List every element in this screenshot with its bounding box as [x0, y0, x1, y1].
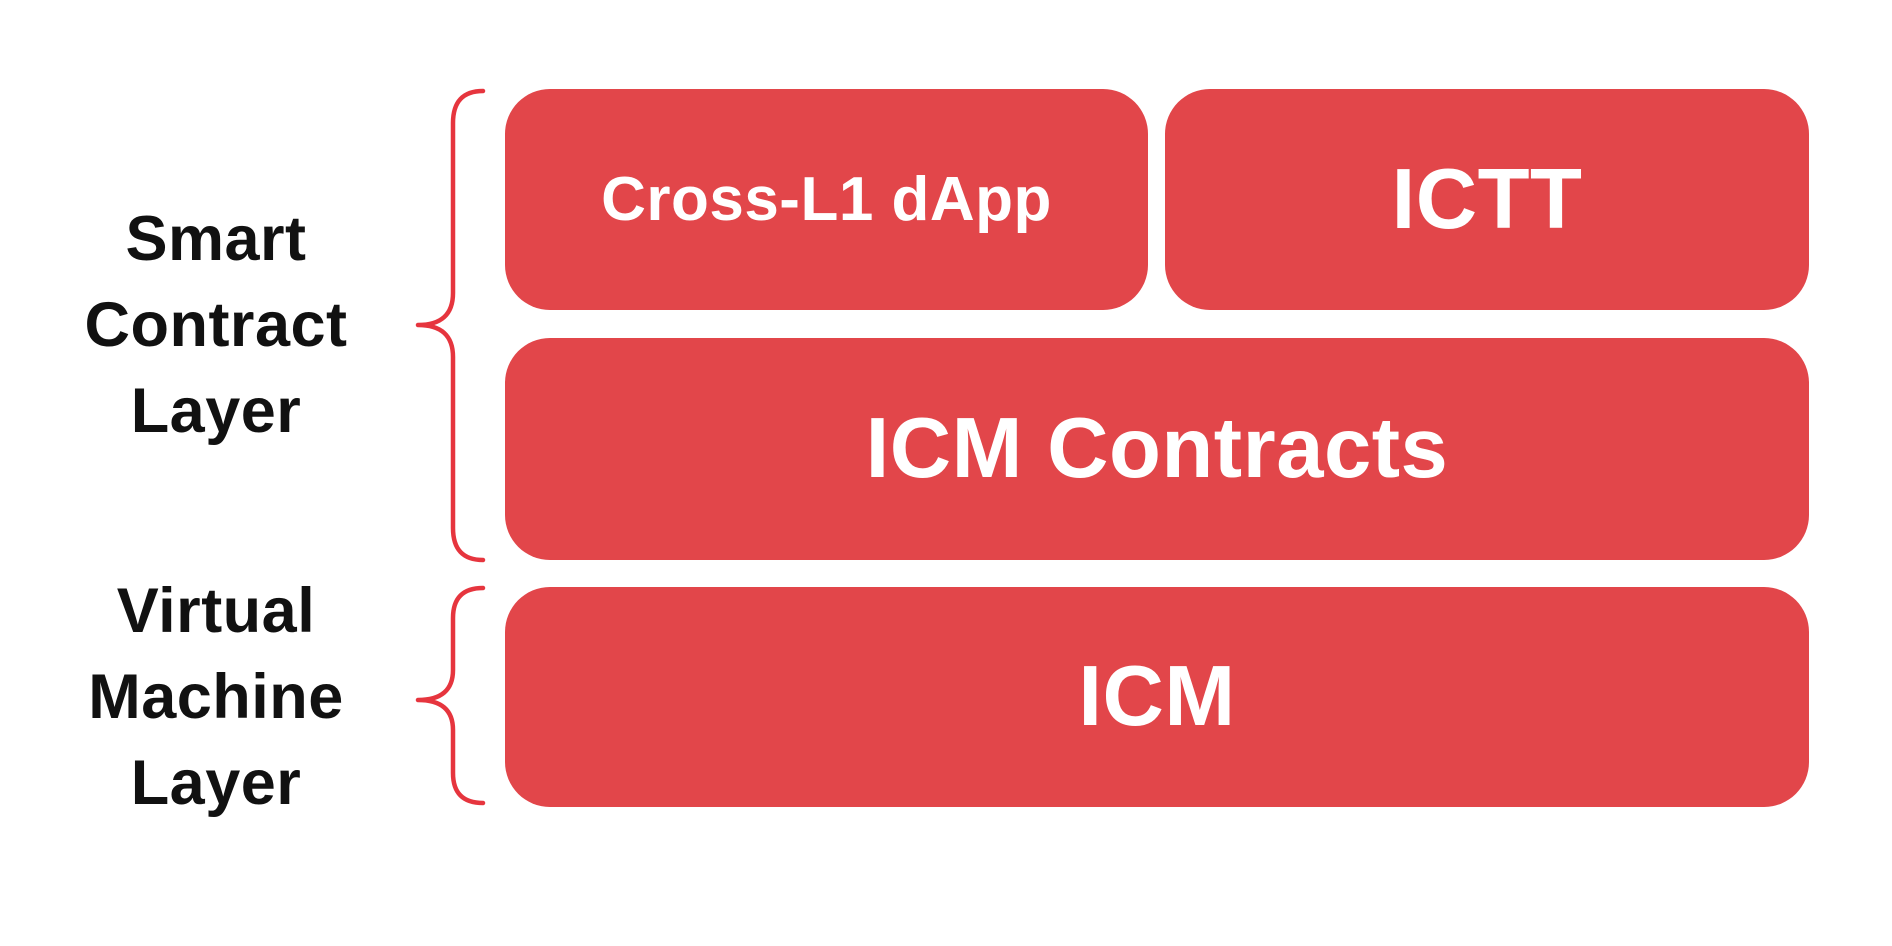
label-line: Layer	[130, 748, 302, 818]
label-line: Smart	[125, 204, 307, 274]
label-line: Machine	[88, 662, 344, 732]
icm-contracts-label: ICM Contracts	[865, 401, 1449, 496]
icm-contracts-box: ICM Contracts	[505, 338, 1809, 560]
ictt-label: ICTT	[1391, 151, 1583, 247]
cross-l1-dapp-label: Cross-L1 dApp	[601, 165, 1052, 234]
smart-contract-layer-label: Smart Contract Layer	[0, 196, 432, 454]
label-line: Virtual	[116, 576, 316, 646]
icm-box: ICM	[505, 587, 1809, 807]
cross-l1-dapp-box: Cross-L1 dApp	[505, 89, 1148, 310]
label-line: Contract	[84, 290, 348, 360]
virtual-machine-layer-label: Virtual Machine Layer	[0, 568, 432, 826]
label-line: Layer	[130, 376, 302, 446]
icm-label: ICM	[1078, 649, 1236, 744]
ictt-box: ICTT	[1165, 89, 1809, 310]
